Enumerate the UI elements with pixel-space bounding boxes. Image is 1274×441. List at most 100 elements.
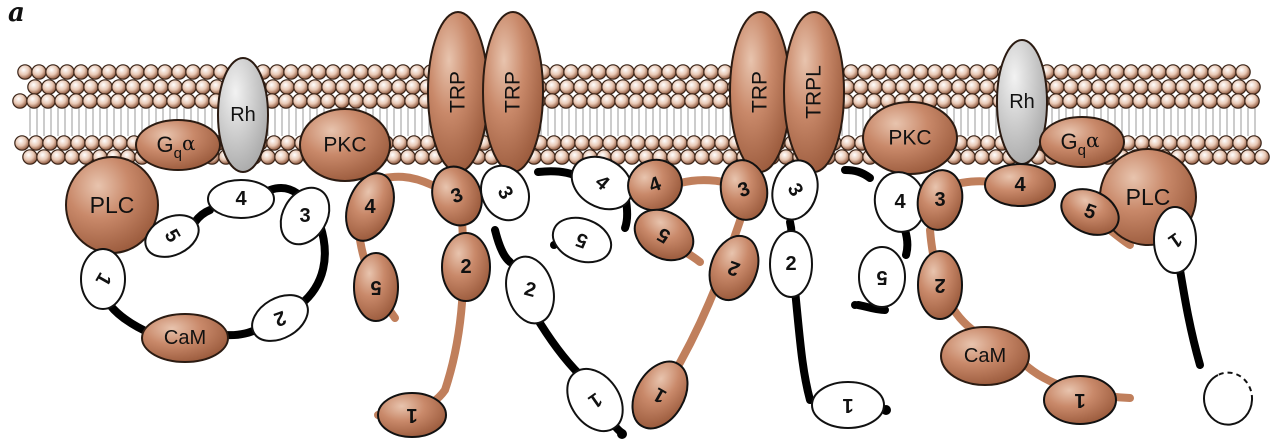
pdz-trp-2: 2 (442, 233, 490, 301)
lipid-head (1134, 80, 1148, 94)
lipid-head (415, 150, 429, 164)
lipid-head (592, 65, 606, 79)
cam-left: CaM (142, 314, 228, 362)
lipid-head (391, 94, 405, 108)
trp-left-1: TRP (428, 12, 488, 172)
lipid-head (280, 80, 294, 94)
lipid-head (401, 150, 415, 164)
pdz-left-4-label: 4 (235, 188, 247, 210)
lipid-head (686, 80, 700, 94)
lipid-head (378, 80, 392, 94)
lipid-head (321, 94, 335, 108)
pdz-r-4-label: 4 (894, 191, 906, 213)
plc-left: PLC (66, 157, 158, 253)
lipid-head (672, 80, 686, 94)
trp-right: TRP (730, 12, 790, 172)
lipid-head (307, 94, 321, 108)
lipid-head (644, 80, 658, 94)
lipid-head (545, 94, 559, 108)
linker-center-a (495, 230, 510, 262)
lipid-head (195, 94, 209, 108)
lipid-head (550, 65, 564, 79)
lipid-head (405, 94, 419, 108)
lipid-head (886, 65, 900, 79)
lipid-head (340, 65, 354, 79)
lipid-head (23, 150, 37, 164)
linker-right-d (795, 290, 810, 400)
lipid-head (181, 94, 195, 108)
lipid-head (617, 136, 631, 150)
lipid-head (687, 136, 701, 150)
lipid-head (606, 65, 620, 79)
pdz-left-1: 1 (81, 249, 125, 309)
lipid-head (854, 80, 868, 94)
lipid-head (952, 80, 966, 94)
lipid-head (1078, 80, 1092, 94)
lipid-head (1227, 150, 1241, 164)
trp-left-2-label: TRP (502, 71, 525, 113)
pdz-dashed-solid (1204, 375, 1252, 425)
lipid-head (56, 80, 70, 94)
lipid-head (914, 65, 928, 79)
lipid-head (1063, 94, 1077, 108)
lipid-head (1054, 65, 1068, 79)
lipid-head (43, 136, 57, 150)
pdz-dashed-domain (1204, 373, 1252, 425)
lipid-head (364, 80, 378, 94)
lipid-head (629, 94, 643, 108)
lipid-head (112, 80, 126, 94)
lipid-head (130, 65, 144, 79)
lipid-head (615, 94, 629, 108)
lipid-head (578, 65, 592, 79)
lipid-head (989, 150, 1003, 164)
lipid-head (910, 80, 924, 94)
lipid-head (602, 80, 616, 94)
lipid-head (51, 150, 65, 164)
lipid-head (322, 80, 336, 94)
lipid-head (900, 65, 914, 79)
pdz-plc-r-1: 1 (1154, 207, 1196, 273)
lipid-head (167, 94, 181, 108)
lipid-head (60, 65, 74, 79)
pdz-domains: 1543245321321454521332145321451 (81, 146, 1252, 441)
pdz-trpl-2: 2 (770, 231, 812, 297)
lipid-head (1050, 80, 1064, 94)
pdz-c-3: 3 (472, 158, 537, 228)
lipid-head (835, 150, 849, 164)
pdz-r-4b: 4 (985, 164, 1055, 206)
lipid-head (896, 80, 910, 94)
lipid-head (560, 80, 574, 94)
lipid-head (284, 65, 298, 79)
lipid-head (1190, 80, 1204, 94)
lipid-head (37, 150, 51, 164)
lipid-head (673, 136, 687, 150)
rhodopsin-right-label: Rh (1009, 91, 1035, 113)
pdz-r-1-label: 1 (1074, 389, 1085, 411)
lipid-head (966, 80, 980, 94)
lipid-head (979, 94, 993, 108)
lipid-head (601, 94, 615, 108)
lipid-head (186, 65, 200, 79)
lipid-head (98, 80, 112, 94)
lipid-head (713, 94, 727, 108)
lipid-head (1120, 80, 1134, 94)
lipid-head (938, 80, 952, 94)
pdz-r-5: 5 (859, 247, 905, 307)
pdz-trp-3: 3 (424, 160, 490, 233)
lipid-head (1203, 94, 1217, 108)
lipid-head (575, 136, 589, 150)
pdz-brown-5a-label: 5 (370, 276, 381, 298)
lipid-head (140, 80, 154, 94)
lipid-head (1064, 80, 1078, 94)
lipid-head (975, 150, 989, 164)
lipid-head (1152, 65, 1166, 79)
plc-left-label: PLC (90, 192, 135, 218)
lipid-head (267, 136, 281, 150)
lipid-head (97, 94, 111, 108)
pkc-right-label: PKC (888, 127, 931, 150)
pdz-trpl-2-label: 2 (785, 253, 796, 275)
cam-left-label: CaM (164, 327, 206, 349)
lipid-head (546, 80, 560, 94)
lipid-head (561, 136, 575, 150)
pdz-trp-1-label: 1 (406, 404, 417, 426)
